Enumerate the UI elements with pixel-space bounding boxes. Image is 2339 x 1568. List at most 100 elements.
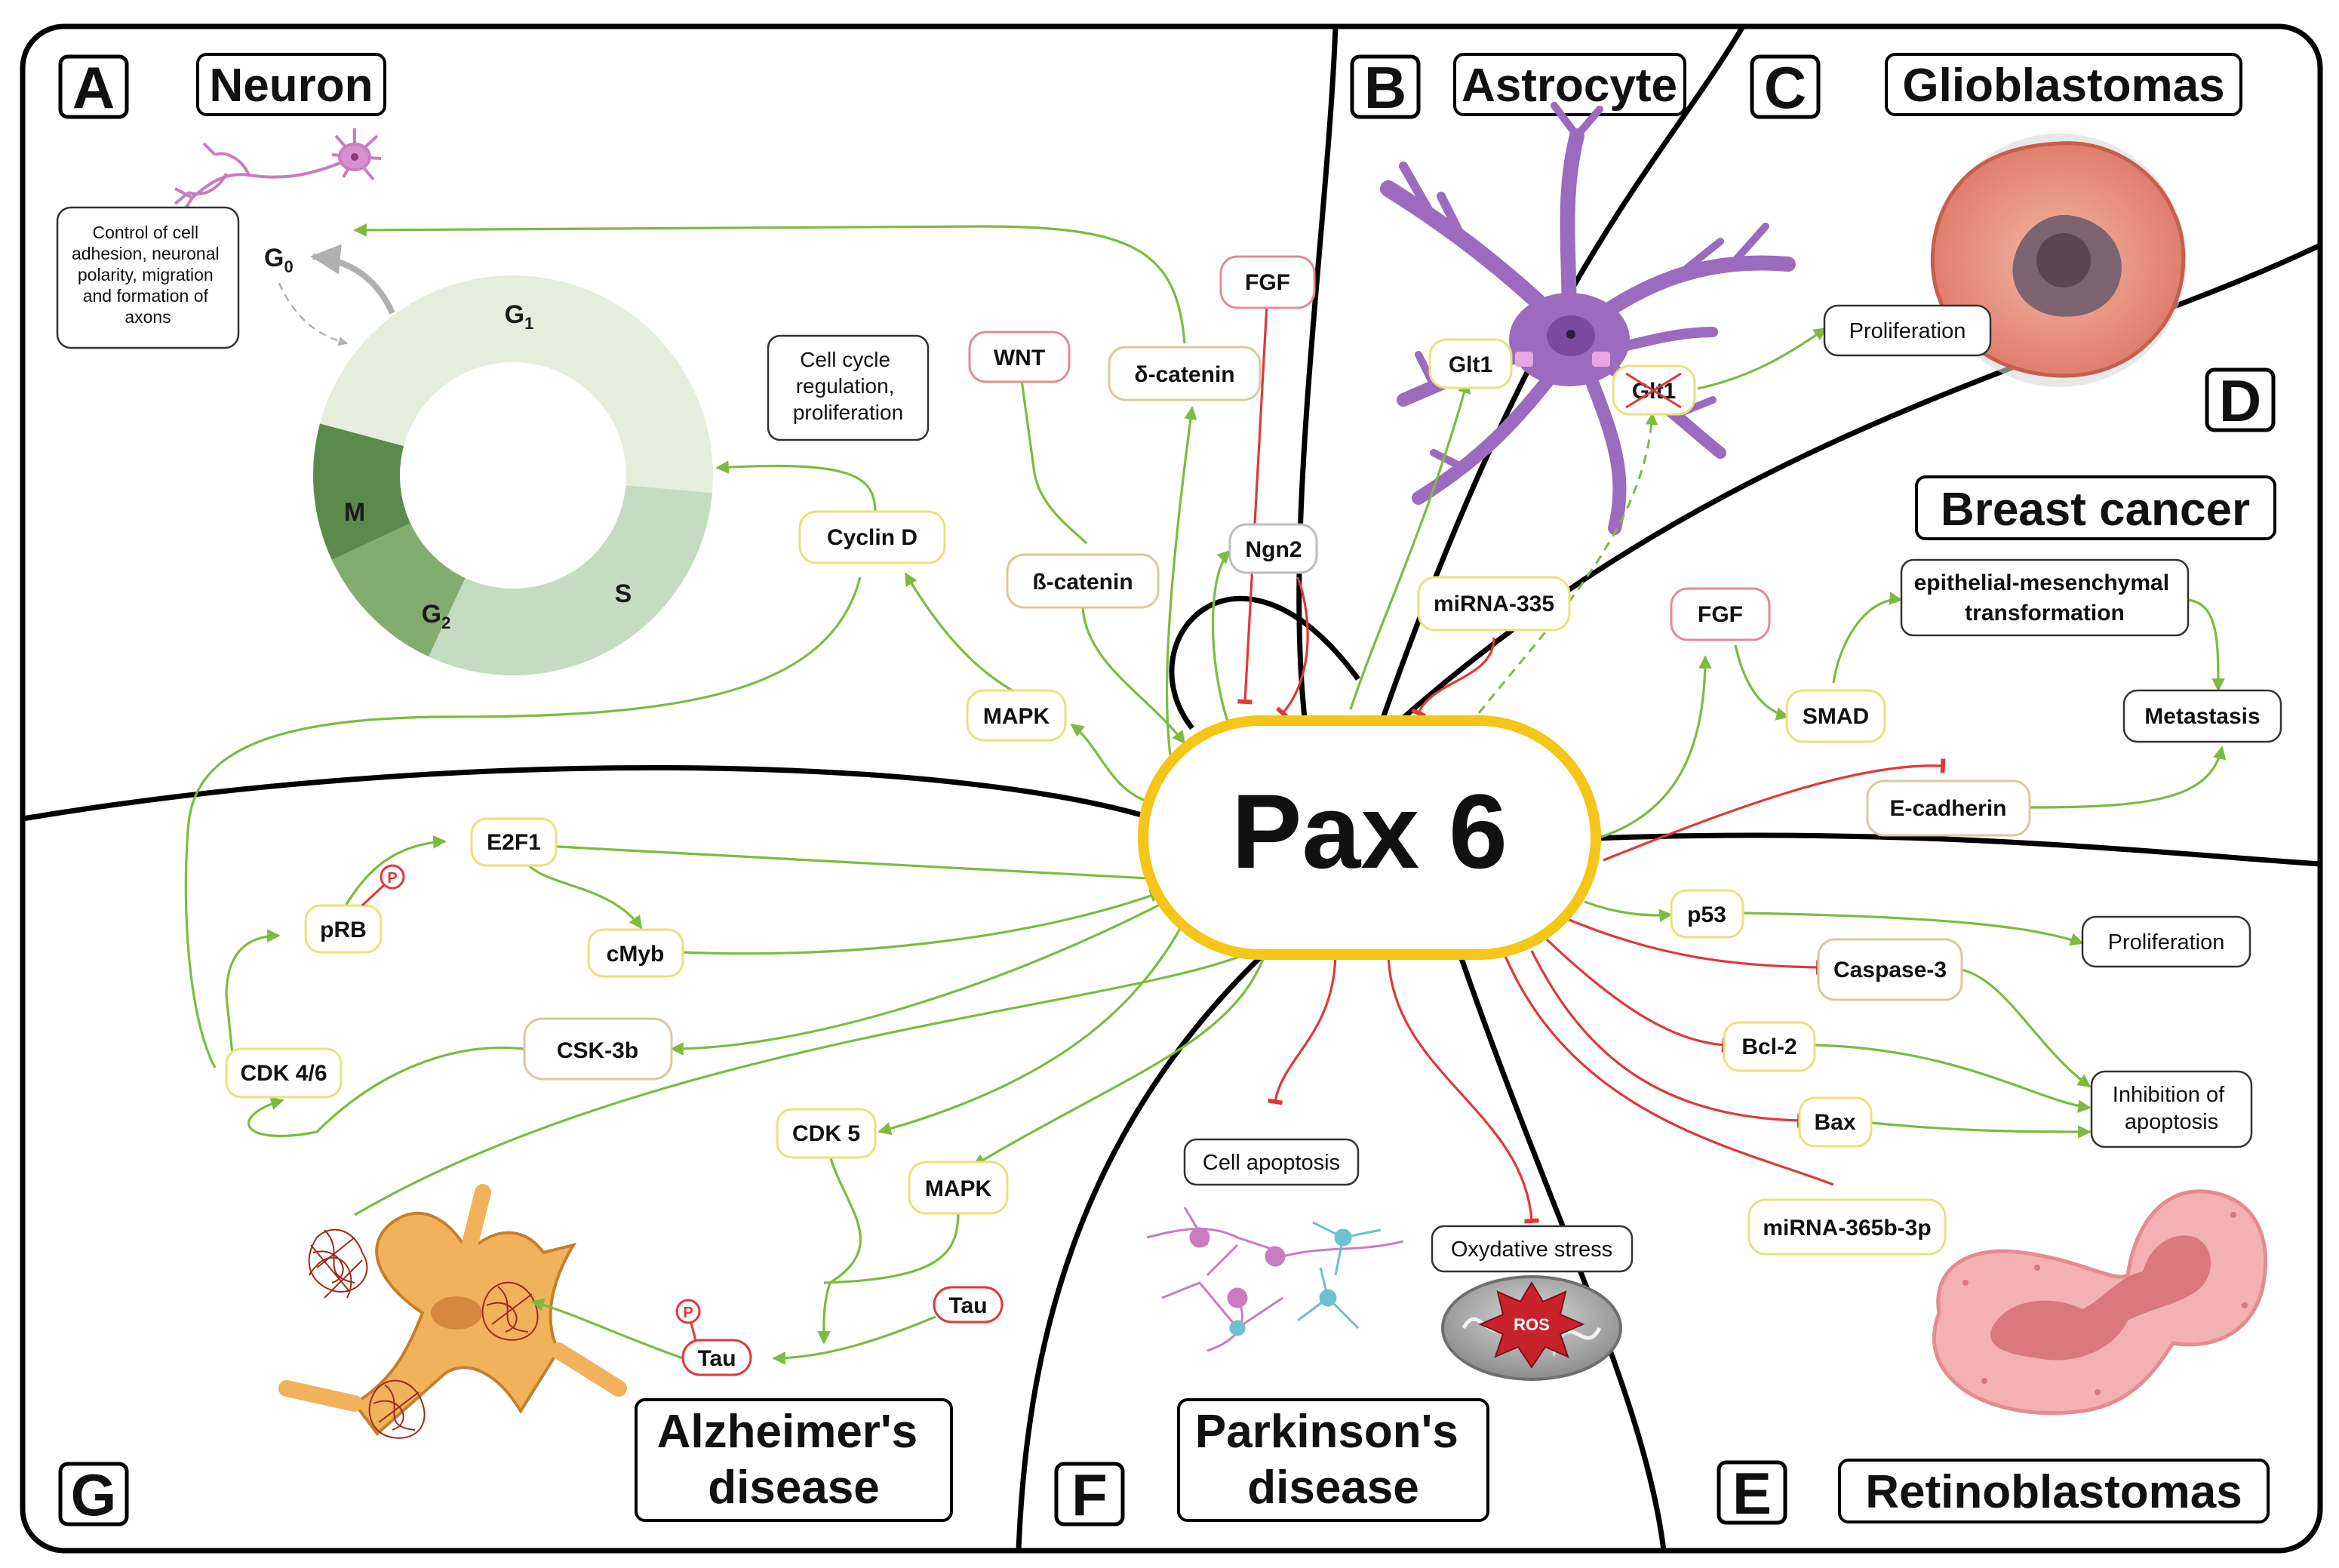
node-oxy-stress-box — [1431, 1225, 1634, 1273]
phase-m: M — [344, 498, 365, 527]
node-mapk-top: MAPK — [983, 704, 1050, 729]
node-bax: Bax — [1814, 1110, 1855, 1135]
cell-cycle-note: Cell cycle regulation, proliferation — [793, 348, 903, 424]
panel-a-letter: A — [72, 54, 115, 121]
node-ngn2-box — [1228, 523, 1318, 574]
panel-e-title-box — [1838, 1459, 2270, 1523]
center-node: Pax 6 — [1138, 715, 1601, 960]
node-mapk-g: MAPK — [925, 1176, 992, 1201]
panel-b-title-box — [1453, 53, 1686, 116]
node-caspase3-box — [1817, 938, 1963, 1001]
node-inhib: Inhibition of apoptosis — [2113, 1083, 2230, 1134]
alzheimer-neuron — [278, 1184, 627, 1439]
node-inhib-box — [2090, 1070, 2253, 1148]
tau-phospho-badge — [675, 1299, 701, 1324]
phase-g0: G0 — [264, 244, 294, 276]
node-fgf-d: FGF — [1698, 602, 1743, 627]
panel-f-title-box — [1177, 1398, 1489, 1522]
node-smad: SMAD — [1803, 704, 1869, 729]
node-cyclin-d: Cyclin D — [827, 525, 917, 550]
node-ecadherin-box — [1866, 779, 2031, 837]
node-mirna365: miRNA-365b-3p — [1763, 1216, 1931, 1241]
node-emt-box — [1900, 558, 2190, 637]
node-mapk-top-box — [966, 689, 1067, 742]
panel-d-letter: D — [2219, 367, 2261, 434]
node-beta-catenin-box — [1006, 553, 1160, 609]
node-delta-catenin-box — [1108, 346, 1262, 401]
phase-g2: G2 — [422, 600, 451, 632]
node-tau-left-box — [681, 1339, 752, 1376]
neuron-note-box — [56, 206, 240, 349]
node-cdk46-box — [225, 1047, 343, 1099]
panel-b-letter: B — [1364, 54, 1406, 121]
node-prb: pRB — [320, 918, 367, 942]
tau-tangle-bottom — [368, 1379, 426, 1439]
panel-c-title-box — [1885, 53, 2242, 116]
node-mirna335: miRNA-335 — [1434, 592, 1554, 616]
node-glt1-left: Glt1 — [1449, 352, 1492, 377]
panel-c-letter-box — [1750, 54, 1821, 119]
prb-phospho-badge — [380, 864, 405, 890]
edges — [184, 223, 2227, 1365]
node-delta-catenin: δ-catenin — [1134, 362, 1234, 387]
panel-b: B Astrocyte — [1350, 53, 1796, 535]
glioblastoma-tumor — [1930, 134, 2187, 387]
node-mirna365-box — [1747, 1198, 1947, 1256]
node-tau-right-box — [933, 1286, 1004, 1324]
panel-e-letter: E — [1732, 1460, 1772, 1526]
node-mapk-g-box — [908, 1161, 1009, 1215]
panel-g-title: Alzheimer's disease — [657, 1406, 931, 1514]
g0-exit-arrow — [310, 244, 395, 315]
prb-phospho: P — [387, 870, 397, 887]
panel-f-letter: F — [1071, 1462, 1108, 1528]
node-e2f1: E2F1 — [487, 830, 541, 855]
panel-c: C Glioblastomas — [1750, 53, 2242, 387]
ros-burst — [1478, 1281, 1585, 1369]
node-smad-box — [1785, 689, 1886, 743]
panel-a-title-box — [196, 53, 386, 116]
panel-g: G Alzheimer's disease — [58, 1184, 953, 1528]
node-e2f1-box — [470, 817, 558, 867]
node-ecadherin: E-cadherin — [1889, 796, 2006, 821]
node-wnt-box — [968, 331, 1071, 383]
panel-g-title-box — [635, 1398, 953, 1522]
tau-phospho: P — [683, 1305, 693, 1321]
retinoblastoma-cell — [1932, 1189, 2267, 1415]
panel-c-letter: C — [1764, 54, 1806, 121]
node-oxy-stress: Oxydative stress — [1451, 1237, 1612, 1262]
node-cmyb-box — [587, 928, 684, 978]
node-cmyb: cMyb — [607, 942, 665, 967]
phase-m-segment — [313, 423, 411, 560]
node-glt1-left-box — [1428, 338, 1513, 389]
neuron-note: Control of cell adhesion, neuronal polar… — [72, 223, 224, 327]
node-beta-catenin: ß-catenin — [1032, 570, 1133, 595]
node-prb-box — [304, 904, 383, 954]
node-cdk5-box — [776, 1108, 877, 1159]
node-cdk46: CDK 4/6 — [240, 1061, 327, 1086]
node-metastasis-box — [2122, 689, 2282, 743]
neuron-cluster — [1146, 1207, 1404, 1352]
tau-tangle-right — [481, 1281, 539, 1341]
panel-a-letter-box — [58, 54, 129, 119]
mitochondrion: ROS — [1441, 1275, 1622, 1381]
panel-a: A Neuron Control of cell adhesion, neuro… — [56, 53, 930, 676]
node-metastasis: Metastasis — [2144, 704, 2260, 729]
pax6-box — [1138, 715, 1601, 960]
node-bcl2: Bcl-2 — [1741, 1035, 1797, 1059]
pax6-label: Pax 6 — [1231, 772, 1508, 890]
node-prolif-c-box — [1823, 304, 1992, 357]
phase-s-segment — [429, 485, 712, 676]
nodes: Cyclin D WNT ß-catenin δ-catenin FGF Ngn… — [225, 255, 2282, 1376]
node-cyclin-d-box — [798, 510, 946, 564]
node-csk3b: CSK-3b — [557, 1038, 638, 1063]
panel-e: E Retinoblastomas — [1717, 1189, 2270, 1526]
node-bcl2-box — [1723, 1021, 1816, 1072]
node-bax-box — [1798, 1096, 1873, 1148]
panel-f-letter-box — [1054, 1462, 1125, 1526]
node-cdk5: CDK 5 — [792, 1121, 860, 1146]
panel-c-title: Glioblastomas — [1902, 60, 2224, 112]
node-caspase3: Caspase-3 — [1833, 958, 1947, 982]
node-mirna335-box — [1417, 576, 1571, 632]
